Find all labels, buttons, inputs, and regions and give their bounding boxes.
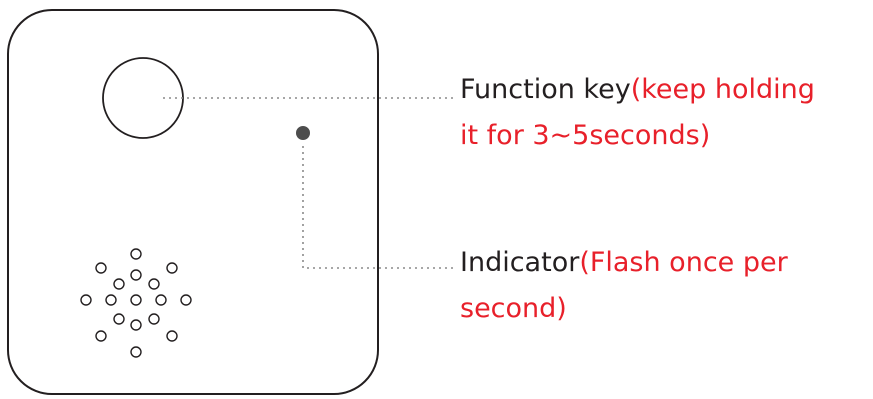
function-key-callout-line1: Function key(keep holding (460, 67, 815, 113)
indicator-callout-line1: Indicator(Flash once per (460, 240, 788, 286)
indicator-callout: Indicator(Flash once per second) (460, 240, 788, 332)
indicator-note-line2: second) (460, 293, 567, 324)
indicator-label: Indicator (460, 247, 580, 278)
speaker-hole (166, 262, 178, 274)
speaker-hole (130, 294, 142, 306)
speaker-grille-icon (80, 248, 192, 358)
speaker-hole (130, 346, 142, 358)
indicator-leader-line (302, 146, 457, 269)
function-key-note-line2: it for 3~5seconds) (460, 120, 711, 151)
speaker-hole (80, 294, 92, 306)
speaker-hole (130, 248, 142, 260)
speaker-hole (166, 330, 178, 342)
function-key-note-line1: (keep holding (630, 74, 815, 105)
indicator-callout-line2: second) (460, 286, 788, 332)
speaker-hole (148, 313, 160, 325)
indicator-note-line1: (Flash once per (579, 247, 788, 278)
speaker-hole (113, 278, 125, 290)
speaker-hole (113, 313, 125, 325)
device-body (7, 9, 379, 395)
indicator-led-icon (296, 126, 310, 140)
function-key-label: Function key (460, 74, 631, 105)
function-key-callout: Function key(keep holding it for 3~5seco… (460, 67, 815, 159)
function-key-callout-line2: it for 3~5seconds) (460, 113, 815, 159)
speaker-hole (95, 262, 107, 274)
speaker-hole (95, 330, 107, 342)
speaker-hole (180, 294, 192, 306)
speaker-hole (148, 278, 160, 290)
speaker-hole (105, 294, 117, 306)
speaker-hole (130, 319, 142, 331)
speaker-hole (155, 294, 167, 306)
speaker-hole (130, 269, 142, 281)
